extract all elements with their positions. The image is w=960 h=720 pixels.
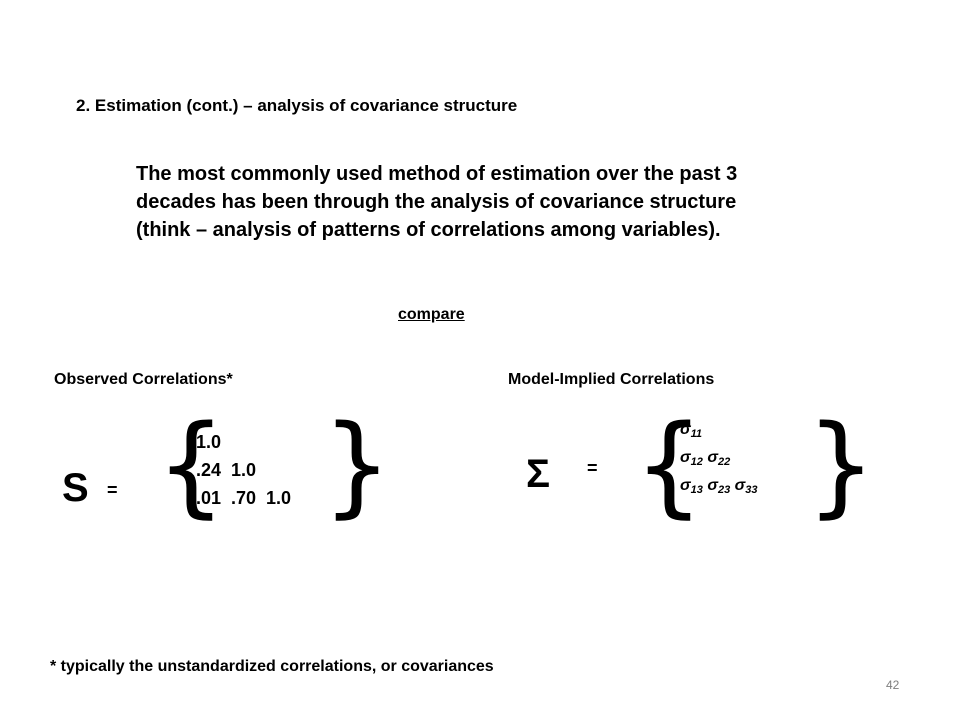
footnote: * typically the unstandardized correlati… xyxy=(50,658,494,675)
compare-label: compare xyxy=(398,306,465,323)
implied-matrix-row-3: σ13 σ23 σ33 xyxy=(680,474,758,502)
slide-heading: 2. Estimation (cont.) – analysis of cova… xyxy=(76,96,518,115)
observed-correlations-label: Observed Correlations* xyxy=(54,371,233,388)
observed-equals-sign: = xyxy=(107,480,118,500)
observed-matrix-row-1: 1.0 xyxy=(196,432,222,452)
body-line-3: (think – analysis of patterns of correla… xyxy=(136,219,721,241)
implied-matrix-symbol: Σ xyxy=(526,452,551,496)
body-line-1: The most commonly used method of estimat… xyxy=(136,163,738,185)
observed-matrix-symbol: S xyxy=(62,466,89,510)
subscript-11: 11 xyxy=(690,428,703,440)
subscript-22: 22 xyxy=(717,456,731,468)
subscript-12: 12 xyxy=(690,456,703,468)
sigma-glyph: σ xyxy=(734,477,746,494)
sigma-glyph: σ xyxy=(707,477,718,494)
observed-matrix-row-2: .24 1.0 xyxy=(196,460,257,480)
implied-equals-sign: = xyxy=(587,458,598,478)
sigma-glyph: σ xyxy=(680,477,691,494)
implied-right-brace: } xyxy=(806,401,876,529)
subscript-33: 33 xyxy=(745,484,758,496)
implied-matrix-row-2: σ12 σ22 xyxy=(680,446,758,474)
subscript-23: 23 xyxy=(717,484,731,496)
observed-matrix: 1.0 .24 1.0 .01 .70 1.0 xyxy=(196,428,291,512)
sigma-glyph: σ xyxy=(680,449,691,466)
sigma-glyph: σ xyxy=(707,449,718,466)
model-implied-correlations-label: Model-Implied Correlations xyxy=(508,371,715,388)
implied-matrix-row-1: σ11 xyxy=(680,418,758,446)
page-number: 42 xyxy=(886,678,900,692)
observed-matrix-row-3: .01 .70 1.0 xyxy=(196,488,292,508)
body-line-2: decades has been through the analysis of… xyxy=(136,191,737,213)
implied-left-brace: { xyxy=(634,401,704,529)
observed-left-brace: { xyxy=(156,401,226,529)
observed-right-brace: } xyxy=(322,401,392,529)
body-paragraph: The most commonly used method of estimat… xyxy=(136,160,856,244)
subscript-13: 13 xyxy=(690,484,703,496)
implied-matrix: σ11 σ12 σ22 σ13 σ23 σ33 xyxy=(680,418,758,502)
sigma-glyph: σ xyxy=(680,421,691,438)
